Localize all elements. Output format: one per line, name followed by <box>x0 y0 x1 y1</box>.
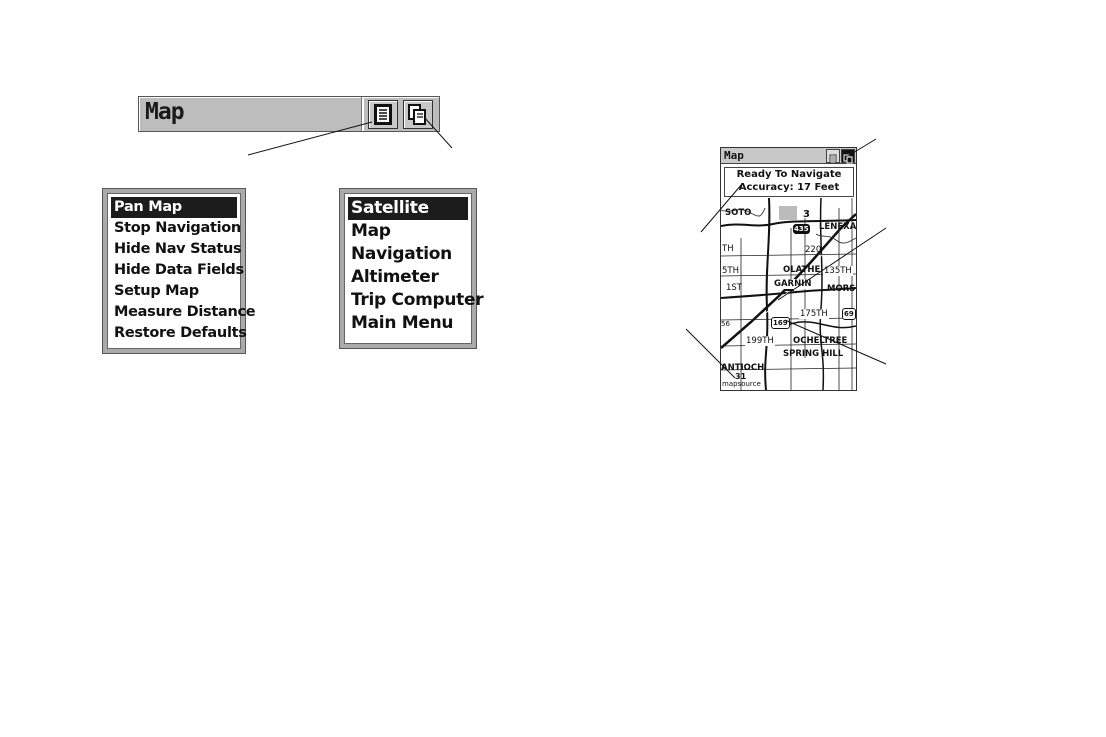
device-page-icon[interactable] <box>841 149 855 164</box>
title-bar-label: Map <box>145 99 185 125</box>
map-label-31: 31 <box>735 372 747 381</box>
options-menu-item-setup-map[interactable]: Setup Map <box>114 283 199 299</box>
device-map-screen: Map Ready To Navigate Accuracy: 17 Feet <box>720 147 857 391</box>
page-menu-icon-glyph <box>408 104 426 125</box>
device-options-icon-glyph <box>829 154 837 164</box>
options-menu-item-measure-distance[interactable]: Measure Distance <box>114 304 256 320</box>
map-label-route-69: 69 <box>842 308 856 320</box>
map-label-lenexa: LENEXA <box>819 222 857 232</box>
map-label-1st: 1ST <box>726 283 742 293</box>
options-menu-item-restore-defaults[interactable]: Restore Defaults <box>114 325 247 341</box>
map-label-antioch: ANTIOCH <box>721 363 765 373</box>
map-display[interactable]: SOTO 3 LENEXA TH 435 220 5TH OLATHE 135T… <box>721 198 856 390</box>
page-menu-item-navigation[interactable]: Navigation <box>351 244 452 264</box>
map-label-ocheltree: OCHELTREE <box>793 336 848 346</box>
map-label-135th: 135TH <box>823 266 853 276</box>
page-menu-icon[interactable] <box>403 100 433 129</box>
map-title-bar: Map <box>138 96 440 132</box>
page-menu-item-satellite[interactable]: Satellite <box>348 197 468 220</box>
options-menu-item-pan-map[interactable]: Pan Map <box>111 197 237 218</box>
map-label-olathe: OLATHE <box>783 265 821 275</box>
map-label-garnin: GARNIN <box>773 279 813 289</box>
map-parcel <box>779 206 797 220</box>
map-label-soto: SOTO <box>725 208 752 218</box>
options-menu-item-hide-data-fields[interactable]: Hide Data Fields <box>114 262 244 278</box>
map-label-175th: 175TH <box>799 309 829 319</box>
options-menu-item-hide-nav-status[interactable]: Hide Nav Status <box>114 241 242 257</box>
map-label-th: TH <box>722 244 734 254</box>
map-label-morse: MORSE <box>827 284 856 294</box>
options-menu-icon[interactable] <box>368 100 398 129</box>
page-menu-item-main-menu[interactable]: Main Menu <box>351 313 454 333</box>
map-label-spring-hill: SPRING HILL <box>783 349 844 359</box>
device-title-bar: Map <box>721 148 856 164</box>
page-menu-item-altimeter[interactable]: Altimeter <box>351 267 439 287</box>
map-label-route-56: 56 <box>721 320 730 328</box>
device-page-icon-glyph <box>843 154 853 164</box>
device-title-label: Map <box>724 149 744 162</box>
nav-status-line-1: Ready To Navigate <box>736 169 842 180</box>
page-menu-item-map[interactable]: Map <box>351 221 391 241</box>
device-options-icon[interactable] <box>826 149 840 164</box>
page-menu-item-trip-computer[interactable]: Trip Computer <box>351 290 484 310</box>
map-source-label: mapsource <box>722 380 761 388</box>
options-menu-icon-glyph <box>374 104 392 125</box>
map-label-220: 220 <box>805 245 822 255</box>
map-label-199th: 199TH <box>745 336 775 346</box>
nav-status-line-2: Accuracy: 17 Feet <box>738 182 840 193</box>
options-menu-item-stop-navigation[interactable]: Stop Navigation <box>114 220 241 236</box>
nav-status-box: Ready To Navigate Accuracy: 17 Feet <box>724 167 854 197</box>
map-label-route-169: 169 <box>771 317 790 329</box>
map-label-route-435: 435 <box>793 224 810 234</box>
map-label-3: 3 <box>803 209 810 220</box>
map-label-5th: 5TH <box>722 266 739 276</box>
title-bar-divider <box>361 97 364 131</box>
